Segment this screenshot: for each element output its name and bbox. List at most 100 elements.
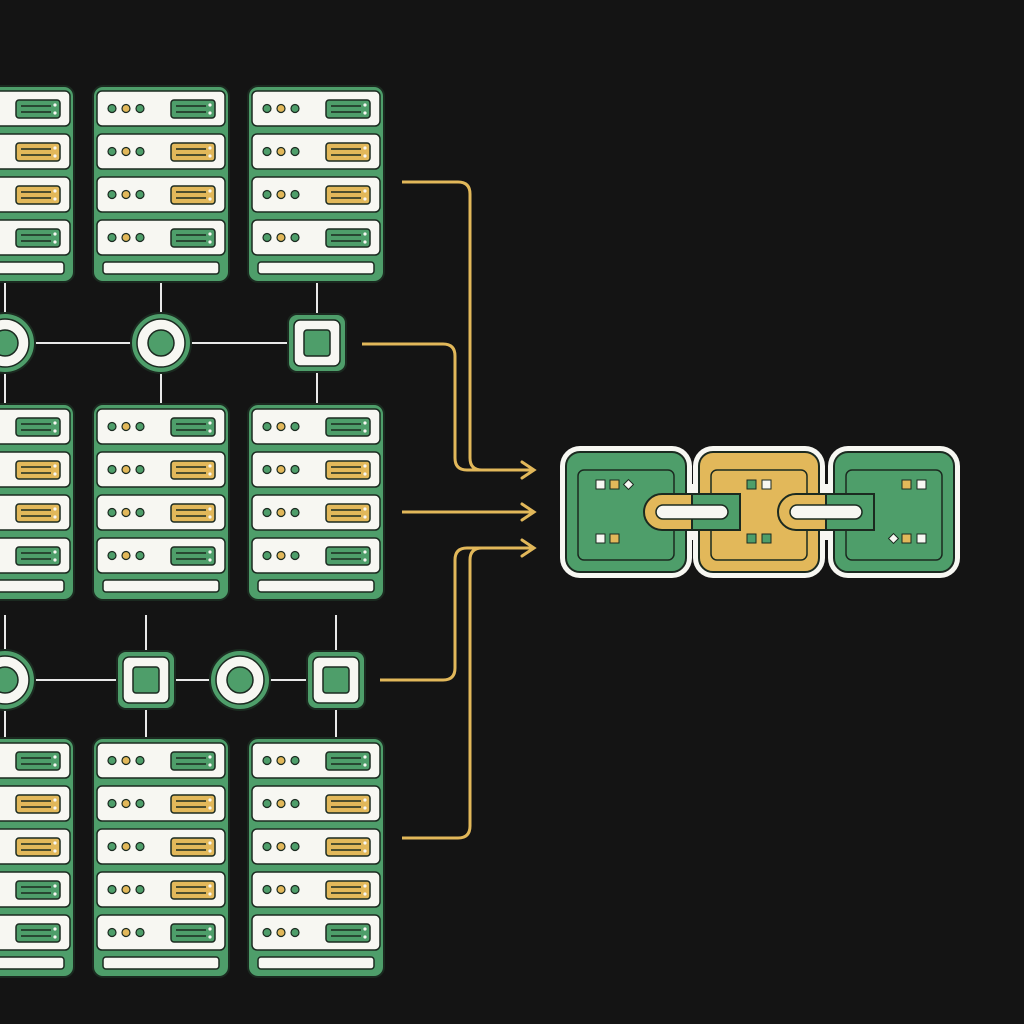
panel-dot [363, 197, 367, 201]
server-rack-icon [92, 403, 230, 601]
drive-panel [15, 228, 61, 248]
status-led [121, 189, 131, 200]
server-unit [251, 828, 381, 865]
panel-dot [363, 464, 367, 468]
panel-dot [53, 884, 57, 888]
panel-dot [208, 111, 212, 115]
status-led [290, 146, 300, 157]
panel-dot [208, 429, 212, 433]
drive-panel [325, 837, 371, 857]
server-unit [0, 219, 71, 256]
status-led [135, 421, 145, 432]
panel-dot [53, 464, 57, 468]
status-led [290, 464, 300, 475]
server-unit [251, 871, 381, 908]
status-led [107, 507, 117, 518]
panel-dot [363, 841, 367, 845]
block-bit [595, 533, 606, 544]
status-led [107, 550, 117, 561]
rack-base [257, 956, 375, 970]
server-unit [251, 176, 381, 213]
rack-base [102, 261, 220, 275]
link-hole [789, 504, 863, 520]
drive-panel [170, 794, 216, 814]
drive-panel [325, 142, 371, 162]
block-bit [887, 532, 900, 545]
drive-panel [15, 417, 61, 437]
block-bit [595, 479, 606, 490]
drive-panel [15, 546, 61, 566]
panel-dot [53, 849, 57, 853]
panel-dot [53, 935, 57, 939]
status-led [135, 884, 145, 895]
node-core [132, 666, 160, 694]
drive-panel [170, 923, 216, 943]
drive-panel [325, 228, 371, 248]
panel-dot [208, 507, 212, 511]
panel-dot [53, 240, 57, 244]
status-led [262, 103, 272, 114]
status-led [262, 507, 272, 518]
status-led [121, 146, 131, 157]
drive-panel [325, 99, 371, 119]
rack-base [257, 261, 375, 275]
status-led [107, 189, 117, 200]
status-led [107, 884, 117, 895]
status-led [135, 232, 145, 243]
panel-dot [53, 550, 57, 554]
server-unit [0, 408, 71, 445]
drive-panel [325, 546, 371, 566]
drive-panel [325, 751, 371, 771]
status-led [290, 421, 300, 432]
block-bit [916, 533, 927, 544]
panel-dot [208, 884, 212, 888]
status-led [135, 755, 145, 766]
server-unit [0, 742, 71, 779]
network-node-circle-icon [0, 312, 36, 374]
status-led [121, 884, 131, 895]
panel-dot [363, 146, 367, 150]
rack-base [0, 261, 65, 275]
panel-dot [53, 806, 57, 810]
panel-dot [363, 849, 367, 853]
panel-dot [53, 507, 57, 511]
status-led [135, 798, 145, 809]
panel-dot [363, 798, 367, 802]
drive-panel [170, 142, 216, 162]
server-unit [251, 914, 381, 951]
panel-dot [208, 763, 212, 767]
block-bit [746, 479, 757, 490]
status-led [276, 189, 286, 200]
server-unit [96, 219, 226, 256]
drive-panel [15, 923, 61, 943]
node-core [0, 329, 19, 357]
drive-panel [170, 503, 216, 523]
panel-dot [208, 421, 212, 425]
status-led [290, 798, 300, 809]
status-led [262, 550, 272, 561]
status-led [262, 755, 272, 766]
status-led [135, 146, 145, 157]
status-led [290, 755, 300, 766]
server-rack-icon [247, 737, 385, 978]
network-node-square-icon [306, 650, 366, 710]
server-rack-icon [0, 403, 75, 601]
server-unit [251, 785, 381, 822]
network-nodes [0, 312, 366, 711]
server-unit [96, 408, 226, 445]
status-led [276, 232, 286, 243]
panel-dot [363, 755, 367, 759]
server-unit [96, 133, 226, 170]
status-led [121, 755, 131, 766]
panel-dot [208, 240, 212, 244]
panel-dot [208, 189, 212, 193]
server-unit [251, 219, 381, 256]
status-led [290, 550, 300, 561]
drive-panel [15, 460, 61, 480]
panel-dot [363, 232, 367, 236]
server-rack-icon [92, 85, 230, 283]
panel-dot [208, 798, 212, 802]
network-node-circle-icon [209, 649, 271, 711]
server-rack-icon [0, 737, 75, 978]
status-led [121, 103, 131, 114]
